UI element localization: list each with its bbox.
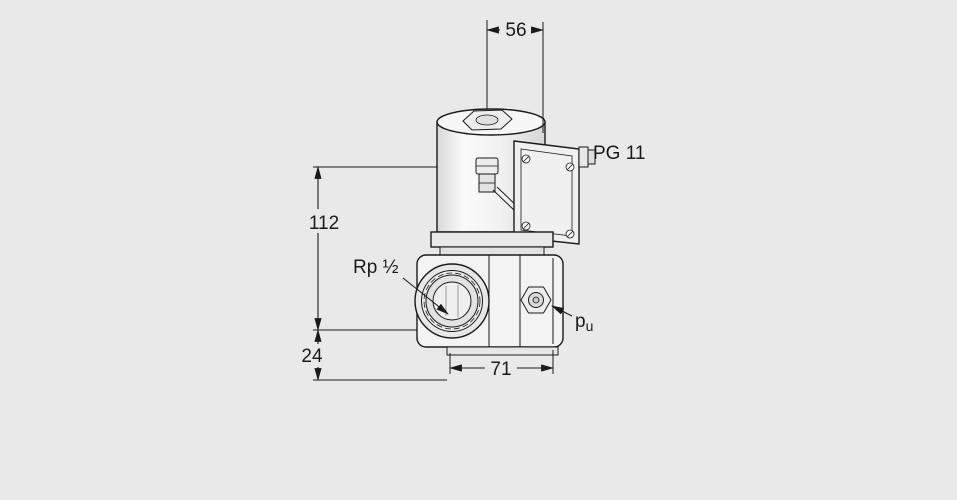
valve-bottom-flange <box>446 346 559 356</box>
dimension-56-value: 56 <box>505 20 526 41</box>
rp-leader-line <box>402 277 449 315</box>
label-pg11: PG 11 <box>593 143 645 164</box>
junction-box <box>513 140 596 245</box>
dimension-56: 56 <box>485 19 545 133</box>
junction-box-screws <box>521 154 575 239</box>
cable-gland <box>578 146 596 168</box>
dimension-71: 71 <box>448 350 555 380</box>
thread-indication <box>423 272 481 330</box>
dimension-24: 24 <box>297 328 447 382</box>
dimension-24-value: 24 <box>301 346 323 367</box>
pu-leader-line <box>551 305 573 317</box>
junction-box-face <box>513 140 580 245</box>
dimension-112: 112 <box>303 165 437 332</box>
pressure-tap <box>520 286 552 314</box>
valve-body <box>414 254 564 356</box>
callout-labels: PG 11 Rp ½ pu <box>353 143 645 334</box>
label-pu: pu <box>551 305 593 334</box>
valve-illustration <box>414 108 596 356</box>
coil-top-nut-bore <box>475 114 499 126</box>
label-rp-half-text: Rp ½ <box>353 257 399 278</box>
dimensions: 56 112 24 71 <box>297 19 555 382</box>
dimension-71-value: 71 <box>490 359 511 380</box>
label-rp-half: Rp ½ <box>353 257 449 315</box>
label-pu-text: pu <box>575 311 593 334</box>
coil-front-fitting <box>475 157 499 193</box>
dimension-112-value: 112 <box>309 213 339 234</box>
coil-collar <box>430 231 554 256</box>
inlet-port <box>414 263 490 339</box>
